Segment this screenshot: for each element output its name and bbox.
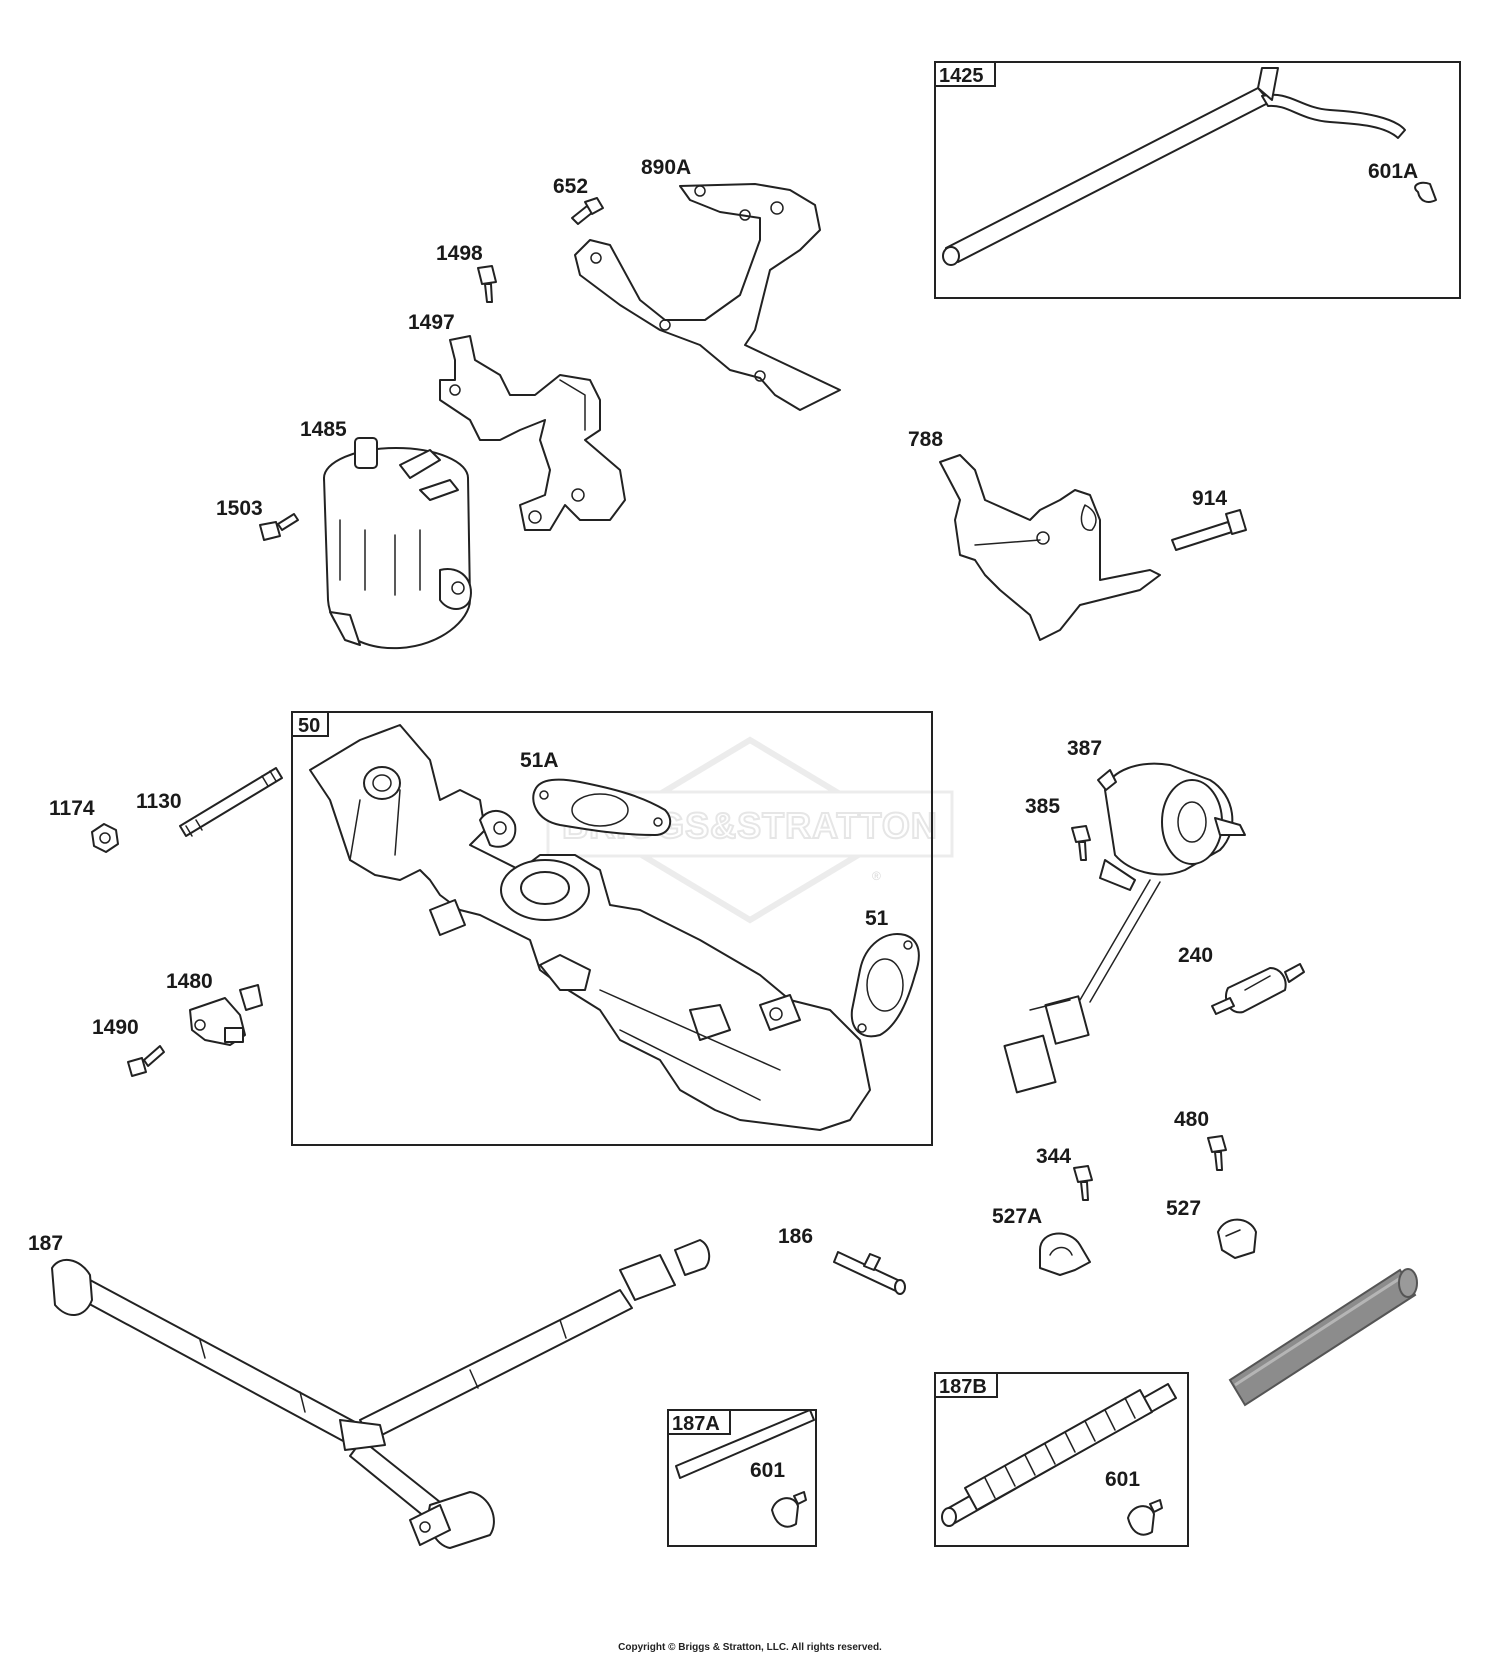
hose-clamp-601-187A-part bbox=[771, 1491, 807, 1528]
frame-50-tag bbox=[291, 711, 329, 737]
label-50: 50 bbox=[298, 715, 320, 737]
bracket-890A-part bbox=[574, 183, 841, 411]
frame-1425-tag bbox=[934, 61, 996, 87]
label-1503: 1503 bbox=[216, 497, 263, 520]
gasket-51A-part bbox=[532, 778, 672, 836]
group-187A-box: 187A 601 bbox=[667, 1409, 817, 1547]
fuel-pump-module-1485-part bbox=[323, 437, 472, 650]
screw-1498-part bbox=[477, 265, 497, 303]
watermark-registered: ® bbox=[872, 869, 881, 883]
frame-50 bbox=[291, 711, 933, 1146]
corrugated-sleeve-part bbox=[1228, 1268, 1418, 1407]
label-1174: 1174 bbox=[49, 797, 95, 820]
hose-clamp-601A-part bbox=[1414, 181, 1437, 203]
gasket-51-part bbox=[850, 933, 920, 1038]
label-344: 344 bbox=[1036, 1145, 1071, 1168]
intake-manifold-part bbox=[309, 724, 871, 1131]
label-480: 480 bbox=[1174, 1108, 1209, 1131]
fuel-line-187A-part bbox=[675, 1409, 815, 1479]
label-1490: 1490 bbox=[92, 1016, 139, 1039]
clamp-527A-part bbox=[1039, 1232, 1091, 1276]
label-601-187A: 601 bbox=[750, 1459, 785, 1482]
label-186: 186 bbox=[778, 1225, 813, 1248]
label-240: 240 bbox=[1178, 944, 1213, 967]
bracket-1497-part bbox=[439, 335, 626, 531]
fuel-filter-240-part bbox=[1211, 963, 1305, 1015]
label-385: 385 bbox=[1025, 795, 1060, 818]
label-914: 914 bbox=[1192, 487, 1227, 510]
label-890A: 890A bbox=[641, 156, 691, 179]
label-601-187B: 601 bbox=[1105, 1468, 1140, 1491]
tee-fitting-186-part bbox=[833, 1251, 906, 1295]
hose-clamp-601-187B-part bbox=[1127, 1499, 1163, 1536]
label-187: 187 bbox=[28, 1232, 63, 1255]
label-601A: 601A bbox=[1368, 160, 1418, 183]
bracket-788-part bbox=[939, 454, 1161, 641]
frame-187B bbox=[934, 1372, 1189, 1547]
label-51: 51 bbox=[865, 907, 889, 930]
label-387: 387 bbox=[1067, 737, 1102, 760]
label-1498: 1498 bbox=[436, 242, 483, 265]
label-1485: 1485 bbox=[300, 418, 347, 441]
label-187A: 187A bbox=[672, 1413, 720, 1435]
copyright-notice: Copyright © Briggs & Stratton, LLC. All … bbox=[618, 1642, 882, 1653]
fuel-line-187B-part bbox=[941, 1383, 1177, 1527]
label-187B: 187B bbox=[939, 1376, 987, 1398]
label-1480: 1480 bbox=[166, 970, 213, 993]
bolt-914-part bbox=[1171, 509, 1247, 551]
screw-385-part bbox=[1071, 825, 1091, 861]
frame-187A bbox=[667, 1409, 817, 1547]
screw-1490-part bbox=[127, 1045, 165, 1077]
group-1425-box: 1425 601A bbox=[934, 61, 1461, 299]
frame-1425 bbox=[934, 61, 1461, 299]
label-527: 527 bbox=[1166, 1197, 1201, 1220]
screw-344-part bbox=[1073, 1165, 1093, 1201]
group-187B-box: 187B 601 bbox=[934, 1372, 1189, 1547]
electric-fuel-pump-387-part bbox=[1003, 762, 1246, 1094]
nut-1174-part bbox=[91, 823, 119, 853]
vent-tube-part bbox=[942, 67, 1406, 266]
screw-480-part bbox=[1207, 1135, 1227, 1171]
frame-187A-tag bbox=[667, 1409, 731, 1435]
group-50-box: 50 51A 51 bbox=[291, 711, 933, 1146]
label-527A: 527A bbox=[992, 1205, 1042, 1228]
label-1425: 1425 bbox=[939, 65, 984, 87]
label-1497: 1497 bbox=[408, 311, 455, 334]
screw-1503-part bbox=[259, 513, 299, 541]
label-652: 652 bbox=[553, 175, 588, 198]
screw-652-part bbox=[571, 197, 604, 225]
frame-187B-tag bbox=[934, 1372, 998, 1398]
clamp-527-part bbox=[1217, 1218, 1257, 1259]
fuel-injector-1480-part bbox=[189, 984, 263, 1046]
label-51A: 51A bbox=[520, 749, 559, 772]
label-1130: 1130 bbox=[136, 790, 182, 813]
label-788: 788 bbox=[908, 428, 943, 451]
fuel-hose-assembly-187-part bbox=[51, 1239, 711, 1549]
stud-1130-part bbox=[179, 767, 283, 837]
